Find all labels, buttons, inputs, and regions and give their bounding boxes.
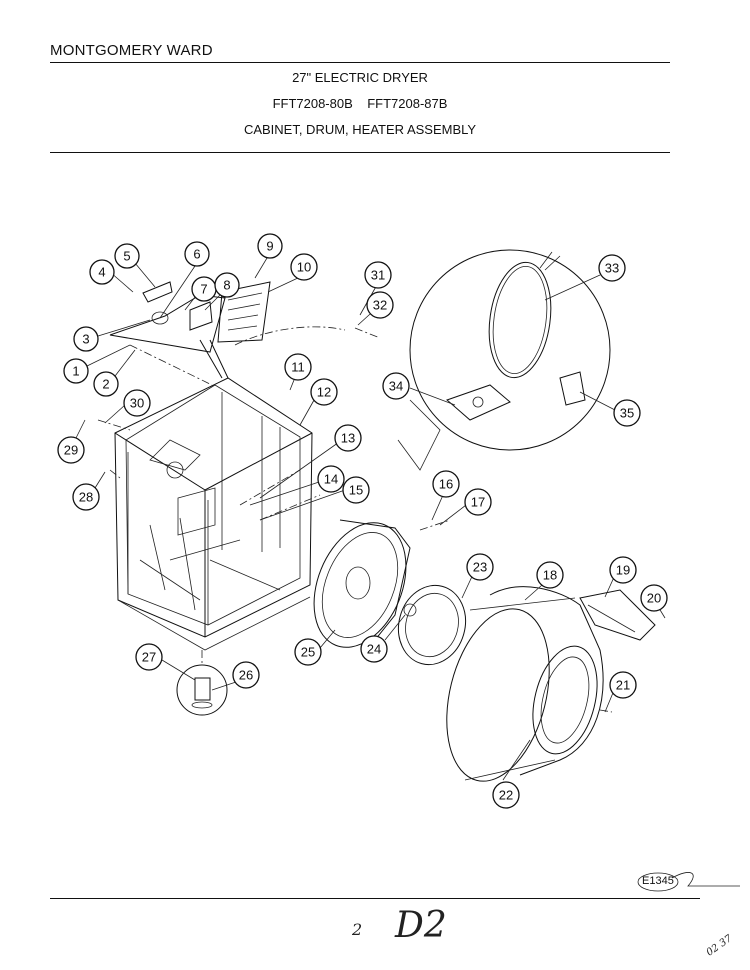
callout-27: 27 (135, 643, 163, 671)
callout-5: 5 (114, 243, 140, 269)
seal-drawing (397, 584, 467, 666)
callout-25: 25 (294, 638, 322, 666)
svg-text:4: 4 (98, 265, 105, 280)
front-bulkhead-drawing (313, 519, 411, 648)
callout-leaders (74, 252, 666, 781)
callout-26: 26 (232, 661, 260, 689)
svg-text:15: 15 (349, 483, 363, 498)
callout-1: 1 (63, 358, 89, 384)
svg-text:19: 19 (616, 563, 630, 578)
svg-text:30: 30 (130, 396, 144, 411)
svg-text:24: 24 (367, 642, 381, 657)
callout-33: 33 (598, 254, 626, 282)
callout-15: 15 (342, 476, 370, 504)
handwritten-mark: D2 (395, 905, 447, 946)
svg-text:33: 33 (605, 261, 619, 276)
callout-9: 9 (257, 233, 283, 259)
section-title: CABINET, DRUM, HEATER ASSEMBLY (243, 122, 477, 137)
callout-29: 29 (57, 436, 85, 464)
svg-text:21: 21 (616, 678, 630, 693)
svg-text:34: 34 (389, 379, 403, 394)
svg-text:5: 5 (123, 249, 130, 264)
callout-18: 18 (536, 561, 564, 589)
callout-4: 4 (89, 259, 115, 285)
callout-7: 7 (191, 276, 217, 302)
callout-28: 28 (72, 483, 100, 511)
callout-19: 19 (609, 556, 637, 584)
svg-text:31: 31 (371, 268, 385, 283)
callout-3: 3 (73, 326, 99, 352)
callout-24: 24 (360, 635, 388, 663)
diagram-code-outline (637, 872, 679, 892)
svg-text:35: 35 (620, 406, 634, 421)
diagram-code: E1345 (642, 875, 674, 887)
svg-text:3: 3 (82, 332, 89, 347)
svg-text:32: 32 (373, 298, 387, 313)
callout-34: 34 (382, 372, 410, 400)
callout-11: 11 (284, 353, 312, 381)
callout-21: 21 (609, 671, 637, 699)
lead-lines (97, 326, 613, 713)
heater-cover-drawing (579, 589, 656, 641)
leg-detail (176, 650, 228, 716)
callout-35: 35 (613, 399, 641, 427)
svg-text:22: 22 (499, 788, 513, 803)
svg-text:12: 12 (317, 385, 331, 400)
callout-23: 23 (466, 553, 494, 581)
header-bottom-rule (50, 152, 670, 153)
svg-text:20: 20 (647, 591, 661, 606)
model-numbers: FFT7208-80B FFT7208-87B (272, 96, 448, 111)
svg-text:6: 6 (193, 247, 200, 262)
callout-31: 31 (364, 261, 392, 289)
page-mark: 2 (352, 920, 363, 939)
svg-text:13: 13 (341, 431, 355, 446)
callout-20: 20 (640, 584, 668, 612)
footer-rule (50, 898, 700, 899)
svg-text:7: 7 (200, 282, 207, 297)
svg-text:10: 10 (297, 260, 311, 275)
svg-text:25: 25 (301, 645, 315, 660)
svg-text:9: 9 (266, 239, 273, 254)
callout-12: 12 (310, 378, 338, 406)
svg-text:1: 1 (72, 364, 79, 379)
callout-2: 2 (93, 371, 119, 397)
svg-text:14: 14 (324, 472, 338, 487)
svg-text:27: 27 (142, 650, 156, 665)
svg-text:23: 23 (473, 560, 487, 575)
top-left-detail (109, 281, 271, 379)
callout-13: 13 (334, 424, 362, 452)
svg-text:17: 17 (471, 495, 485, 510)
cabinet-drawing (114, 377, 313, 651)
svg-text:16: 16 (439, 477, 453, 492)
brand-name: MONTGOMERY WARD (50, 42, 213, 59)
svg-text:28: 28 (79, 490, 93, 505)
svg-text:11: 11 (291, 360, 305, 375)
header-top-rule (50, 62, 670, 63)
callout-17: 17 (464, 488, 492, 516)
svg-text:8: 8 (223, 278, 230, 293)
callout-8: 8 (214, 272, 240, 298)
callout-32: 32 (366, 291, 394, 319)
drum-drawing (446, 586, 604, 782)
magnified-view (397, 249, 611, 471)
svg-text:29: 29 (64, 443, 78, 458)
callout-14: 14 (317, 465, 345, 493)
svg-text:18: 18 (543, 568, 557, 583)
callout-10: 10 (290, 253, 318, 281)
callout-30: 30 (123, 389, 151, 417)
diagram-code-tail (671, 872, 740, 887)
product-title: 27" ELECTRIC DRYER (292, 70, 428, 85)
svg-text:26: 26 (239, 668, 253, 683)
svg-text:2: 2 (102, 377, 109, 392)
callout-6: 6 (184, 241, 210, 267)
callout-16: 16 (432, 470, 460, 498)
callout-22: 22 (492, 781, 520, 809)
